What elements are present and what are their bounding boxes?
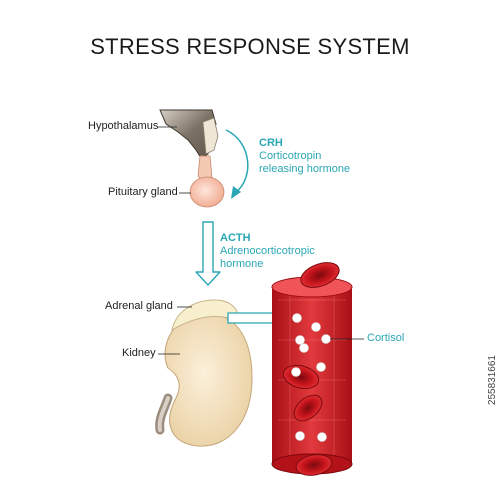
adrenal-gland-label: Adrenal gland [105, 300, 173, 312]
stock-image-id: 255831661 [487, 355, 498, 406]
cortisol-molecule-group [291, 313, 331, 442]
cortisol-molecule-icon [295, 335, 305, 345]
cortisol-label: Cortisol [367, 332, 405, 344]
pituitary-gland-illustration [189, 155, 225, 208]
red-blood-cell-icon [295, 454, 333, 476]
crh-arrow [225, 129, 249, 199]
cortisol-molecule-icon [317, 432, 327, 442]
cortisol-molecule-icon [292, 313, 302, 323]
cortisol-molecule-icon [316, 362, 326, 372]
crh-name-line2: releasing hormone [259, 163, 351, 175]
hypothalamus-label: Hypothalamus [88, 120, 159, 132]
kidney-label: Kidney [122, 347, 156, 359]
acth-name-line1: Adrenocorticotropic [220, 245, 315, 257]
red-blood-cell-group [282, 262, 340, 476]
red-blood-cell-icon [300, 262, 340, 288]
crh-abbreviation: CRH [259, 137, 283, 149]
cortisol-molecule-icon [299, 343, 309, 353]
cortisol-molecule-icon [321, 334, 331, 344]
acth-name-line2: hormone [220, 258, 264, 270]
cortisol-molecule-icon [311, 322, 321, 332]
red-blood-cell-icon [293, 394, 323, 422]
crh-name-line1: Corticotropin [259, 150, 322, 162]
acth-abbreviation: ACTH [220, 232, 251, 244]
hypothalamus-illustration [159, 109, 219, 159]
acth-arrow [195, 221, 221, 286]
cortisol-molecule-icon [291, 367, 301, 377]
pituitary-gland-label: Pituitary gland [108, 186, 178, 198]
page-title: STRESS RESPONSE SYSTEM [90, 34, 410, 59]
cortisol-molecule-icon [295, 431, 305, 441]
kidney-illustration [155, 313, 253, 447]
